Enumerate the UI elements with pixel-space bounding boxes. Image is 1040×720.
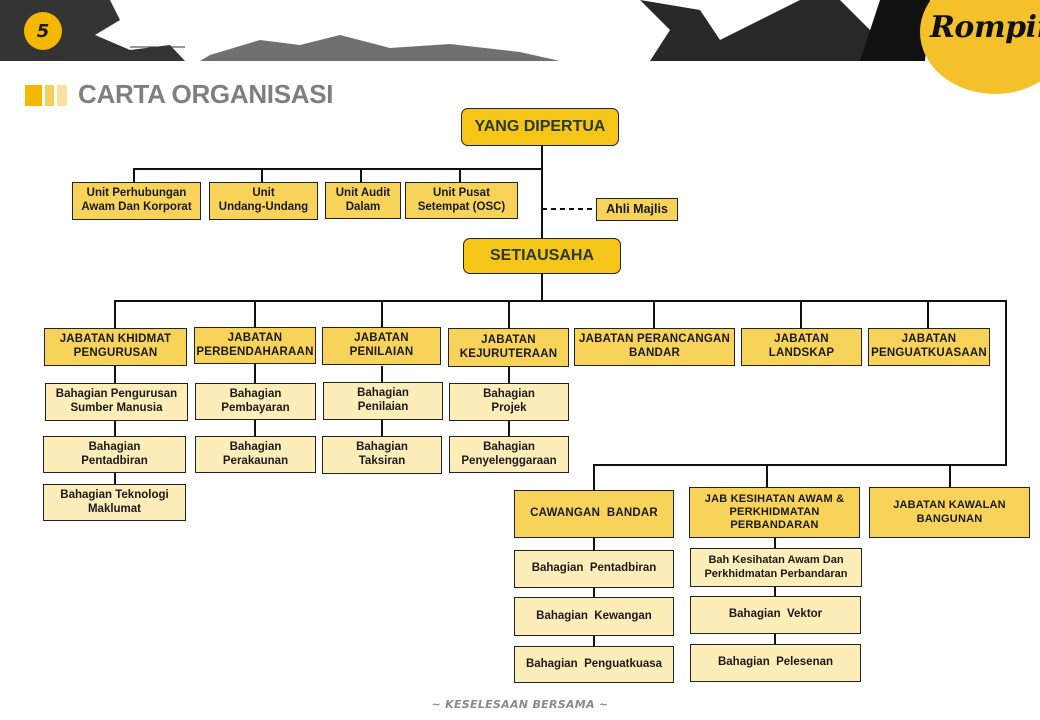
page-title: CARTA ORGANISASI bbox=[78, 79, 334, 109]
node-label: Bah Kesihatan Awam Dan Perkhidmatan Perb… bbox=[704, 554, 848, 580]
node-unit: Unit Perhubungan Awam Dan Korporat bbox=[72, 182, 201, 220]
node-label: JAB KESIHATAN AWAM & PERKHIDMATAN PERBAN… bbox=[704, 492, 845, 532]
node-division: Bahagian Pelesenan bbox=[690, 644, 861, 682]
node-label: JABATAN PENILAIAN bbox=[349, 332, 414, 358]
node-unit: Unit Pusat Setempat (OSC) bbox=[405, 182, 518, 219]
node-label: JABATAN PERANCANGAN BANDAR bbox=[579, 333, 730, 359]
node-division: Bahagian Penilaian bbox=[323, 382, 443, 420]
node-label: JABATAN PENGUATKUASAAN bbox=[871, 333, 987, 359]
node-division: Bahagian Penguatkuasa bbox=[514, 646, 674, 683]
node-label: Bahagian Kewangan bbox=[536, 609, 652, 622]
rompin-logo: Rompin bbox=[930, 10, 1040, 45]
node-label: Unit Perhubungan Awam Dan Korporat bbox=[81, 187, 192, 213]
node-label: Unit Audit Dalam bbox=[335, 186, 391, 213]
node-label: Ahli Majlis bbox=[606, 202, 668, 216]
node-division: Bahagian Pembayaran bbox=[195, 383, 316, 420]
node-label: Bahagian Pelesenan bbox=[717, 656, 834, 669]
node-label: Bahagian Pentadbiran bbox=[531, 562, 657, 575]
node-division: Bahagian Taksiran bbox=[322, 436, 442, 474]
node-label: Bahagian Vektor bbox=[728, 608, 823, 621]
node-label: JABATAN KAWALAN BANGUNAN bbox=[893, 499, 1006, 525]
node-label: Unit Pusat Setempat (OSC) bbox=[417, 186, 506, 213]
slide-number-badge: 5 bbox=[24, 12, 62, 50]
node-label: JABATAN PERBENDAHARAAN bbox=[196, 331, 314, 358]
node-division: Bahagian Pengurusan Sumber Manusia bbox=[45, 383, 188, 421]
node-label: Bahagian Penyelenggaraan bbox=[461, 440, 557, 467]
node-unit: Unit Audit Dalam bbox=[325, 182, 401, 219]
node-label: Bahagian Pentadbiran bbox=[81, 440, 148, 467]
node-division: Bahagian Penyelenggaraan bbox=[449, 436, 569, 473]
node-label: Bahagian Penilaian bbox=[357, 387, 409, 413]
node-label: Bahagian Projek bbox=[483, 388, 535, 414]
footer-tagline: ~ KESELESAAN BERSAMA ~ bbox=[431, 698, 609, 711]
node-label: Bahagian Pembayaran bbox=[221, 387, 290, 414]
node-label: Bahagian Penguatkuasa bbox=[525, 657, 663, 670]
node-department: JABATAN LANDSKAP bbox=[741, 328, 862, 366]
connector bbox=[133, 168, 542, 182]
title-bars-icon bbox=[25, 85, 67, 106]
node-division: Bahagian Pentadbiran bbox=[43, 436, 186, 473]
node-label: Bahagian Perakaunan bbox=[222, 440, 289, 467]
node-division: Bahagian Vektor bbox=[690, 596, 861, 634]
node-department: JAB KESIHATAN AWAM & PERKHIDMATAN PERBAN… bbox=[689, 487, 860, 538]
node-division: Bahagian Projek bbox=[449, 383, 569, 421]
node-yang-dipertua: YANG DIPERTUA bbox=[461, 108, 619, 146]
node-label: YANG DIPERTUA bbox=[474, 118, 606, 136]
node-label: SETIAUSAHA bbox=[489, 247, 594, 265]
node-unit: Unit Undang-Undang bbox=[209, 182, 318, 220]
node-label: Bahagian Taksiran bbox=[356, 441, 408, 467]
node-label: JABATAN LANDSKAP bbox=[768, 333, 835, 359]
node-label: Bahagian Teknologi Maklumat bbox=[60, 488, 169, 515]
node-division: Bahagian Pentadbiran bbox=[514, 550, 674, 588]
node-label: JABATAN KHIDMAT PENGURUSAN bbox=[59, 333, 172, 359]
node-department: JABATAN KAWALAN BANGUNAN bbox=[869, 487, 1030, 538]
node-department: JABATAN PENGUATKUASAAN bbox=[868, 328, 990, 366]
node-label: Unit Undang-Undang bbox=[218, 187, 309, 213]
node-division: Bah Kesihatan Awam Dan Perkhidmatan Perb… bbox=[690, 548, 862, 587]
node-label: Bahagian Pengurusan Sumber Manusia bbox=[55, 388, 178, 414]
node-label: JABATAN KEJURUTERAAN bbox=[459, 333, 558, 360]
node-label: CAWANGAN BANDAR bbox=[530, 507, 658, 520]
node-setiausaha: SETIAUSAHA bbox=[463, 238, 621, 274]
node-department: JABATAN KEJURUTERAAN bbox=[448, 328, 569, 367]
node-department: CAWANGAN BANDAR bbox=[514, 490, 674, 538]
node-division: Bahagian Perakaunan bbox=[195, 436, 316, 473]
node-department: JABATAN KHIDMAT PENGURUSAN bbox=[44, 328, 187, 366]
connector bbox=[114, 300, 1007, 490]
node-division: Bahagian Kewangan bbox=[514, 597, 674, 636]
node-ahli-majlis: Ahli Majlis bbox=[596, 198, 678, 221]
node-department: JABATAN PERANCANGAN BANDAR bbox=[574, 328, 735, 366]
node-department: JABATAN PERBENDAHARAAN bbox=[194, 327, 316, 364]
node-division: Bahagian Teknologi Maklumat bbox=[43, 484, 186, 521]
node-department: JABATAN PENILAIAN bbox=[322, 327, 441, 365]
